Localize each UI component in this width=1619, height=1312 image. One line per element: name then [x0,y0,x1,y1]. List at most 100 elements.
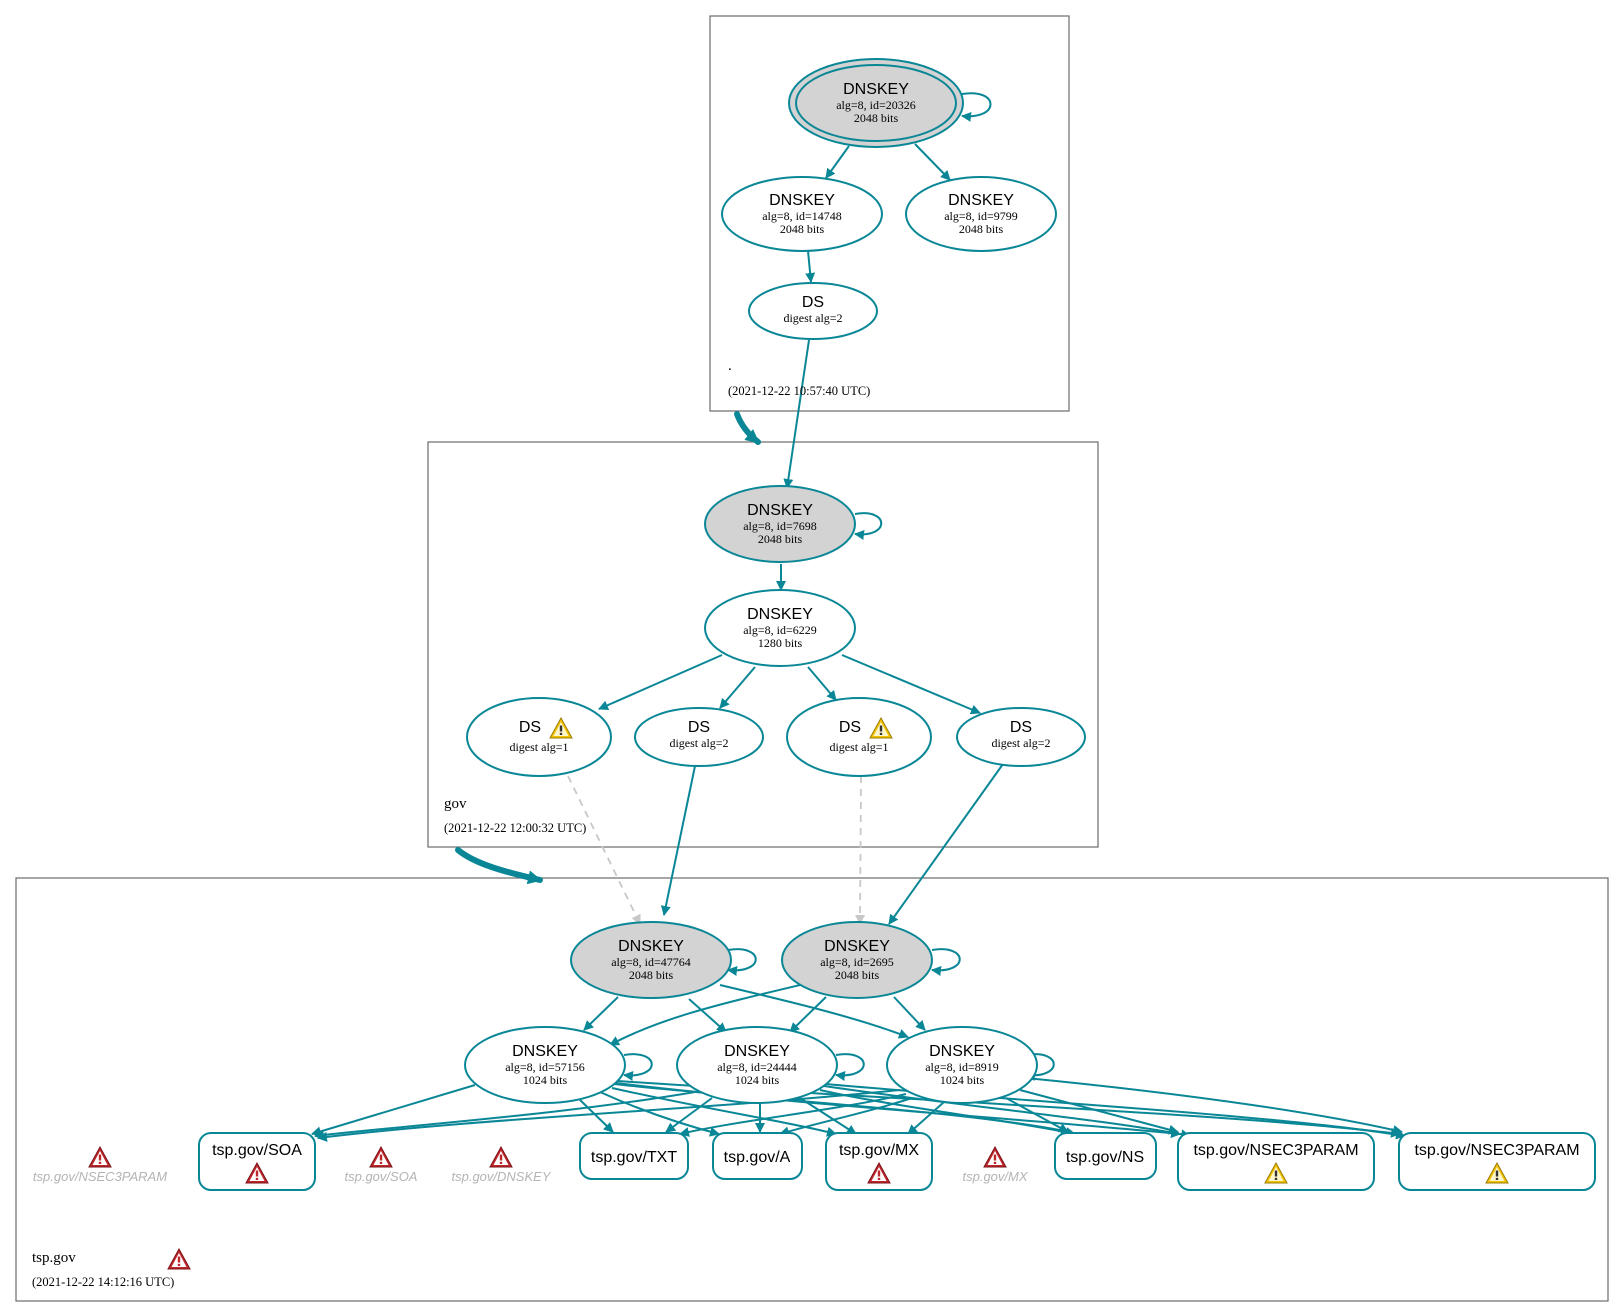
gov-ds3-node[interactable]: DS digest alg=1 [786,697,932,777]
gov-ds3-title: DS [839,719,861,736]
tsp-zsk1-line1: alg=8, id=57156 [505,1060,585,1074]
root-zsk1-title: DNSKEY [769,192,835,209]
edge-tsp-ksk1-self [727,948,757,976]
gov-ds4-node[interactable]: DS digest alg=2 [956,707,1086,767]
root-ksk-line1: alg=8, id=20326 [836,98,916,112]
edge-tsp-zsk3-self [1025,1053,1055,1081]
gov-ksk-line2: 2048 bits [758,532,803,546]
rrset-nsec3param1-label: tsp.gov/NSEC3PARAM [1193,1142,1358,1159]
delegation-root-to-gov [734,411,761,445]
rrset-a-node[interactable]: tsp.gov/A [712,1132,803,1180]
gov-ds1-node[interactable]: DS digest alg=1 [466,697,612,777]
tsp-ksk2-line1: alg=8, id=2695 [820,955,894,969]
rrset-nsec3param2-label: tsp.gov/NSEC3PARAM [1414,1142,1579,1159]
tsp-ksk2-title: DNSKEY [824,938,890,955]
zone-tsp-timestamp: (2021-12-22 14:12:16 UTC) [32,1275,174,1289]
nonexistent-soa-label: tsp.gov/SOA [345,1169,418,1184]
tsp-ksk1-title: DNSKEY [618,938,684,955]
edge-gov-zsk-ds3 [807,666,837,701]
zone-tsp-box [15,877,1609,1302]
gov-ksk-line1: alg=8, id=7698 [743,519,817,533]
zone-root-timestamp: (2021-12-22 10:57:40 UTC) [728,384,870,398]
edge-gov-zsk-ds2 [719,666,756,709]
error-icon [489,1146,513,1168]
rrset-ns-label: tsp.gov/NS [1066,1149,1144,1166]
nonexistent-nsec3param[interactable]: tsp.gov/NSEC3PARAM [33,1146,167,1184]
error-icon [983,1146,1007,1168]
root-ksk-title: DNSKEY [843,81,909,98]
tsp-ksk1-node[interactable]: DNSKEY alg=8, id=47764 2048 bits [570,921,732,999]
gov-ds2-line1: digest alg=2 [669,736,728,750]
zone-root-box [709,15,1070,412]
edge-tsp-ksk1-zsk3 [719,984,909,1039]
edge-tsp-ksk2-self [931,948,961,976]
edge-gov-zsk-ds1 [598,654,723,710]
zone-gov-name: gov [444,796,467,812]
nonexistent-dnskey-label: tsp.gov/DNSKEY [452,1169,552,1184]
gov-ds1-title: DS [519,719,541,736]
root-ds-title: DS [802,294,824,311]
nonexistent-dnskey[interactable]: tsp.gov/DNSKEY [452,1146,552,1184]
gov-zsk-line1: alg=8, id=6229 [743,623,817,637]
edge-gov-ds2-tsp-ksk1 [660,765,696,916]
edge-root-ksk-self [961,92,992,122]
gov-ksk-title: DNSKEY [747,502,813,519]
root-ksk-node[interactable]: DNSKEY alg=8, id=20326 2048 bits [788,58,964,148]
rrset-soa-label: tsp.gov/SOA [212,1142,302,1159]
root-zsk2-node[interactable]: DNSKEY alg=8, id=9799 2048 bits [905,176,1057,252]
tsp-zsk2-line2: 1024 bits [735,1073,780,1087]
gov-zsk-line2: 1280 bits [758,636,803,650]
edge-tsp-ksk1-zsk2 [688,998,727,1033]
gov-ds4-title: DS [1010,719,1032,736]
error-icon [369,1146,393,1168]
rrset-mx-node[interactable]: tsp.gov/MX [825,1132,933,1191]
rrset-txt-node[interactable]: tsp.gov/TXT [579,1132,689,1180]
tsp-zsk2-node[interactable]: DNSKEY alg=8, id=24444 1024 bits [676,1026,838,1104]
root-zsk2-line2: 2048 bits [959,222,1004,236]
gov-ds2-node[interactable]: DS digest alg=2 [634,707,764,767]
rrset-mx-label: tsp.gov/MX [839,1142,919,1159]
tsp-zsk2-title: DNSKEY [724,1043,790,1060]
rrset-nsec3param2-node[interactable]: tsp.gov/NSEC3PARAM [1398,1132,1596,1191]
error-icon [167,1248,191,1270]
edge-root-ksk-zsk2 [914,143,951,181]
edge-gov-ds4-tsp-ksk2 [888,763,1004,925]
root-zsk2-title: DNSKEY [948,192,1014,209]
tsp-ksk1-line2: 2048 bits [629,968,674,982]
zone-tsp-name: tsp.gov [32,1250,76,1266]
root-ksk-line2: 2048 bits [854,111,899,125]
zone-root-name: . [728,358,732,374]
rrset-soa-node[interactable]: tsp.gov/SOA [198,1132,316,1191]
zone-gov-timestamp: (2021-12-22 12:00:32 UTC) [444,821,586,835]
gov-zsk-node[interactable]: DNSKEY alg=8, id=6229 1280 bits [704,589,856,667]
root-ds-node[interactable]: DS digest alg=2 [748,282,878,340]
gov-ds2-title: DS [688,719,710,736]
edge-root-ds-gov-ksk [783,339,810,489]
gov-ksk-node[interactable]: DNSKEY alg=8, id=7698 2048 bits [704,485,856,563]
tsp-zsk3-line1: alg=8, id=8919 [925,1060,999,1074]
tsp-zsk1-line2: 1024 bits [523,1073,568,1087]
edge-tsp-ksk1-zsk1 [583,996,619,1031]
nonexistent-soa[interactable]: tsp.gov/SOA [345,1146,418,1184]
tsp-ksk2-node[interactable]: DNSKEY alg=8, id=2695 2048 bits [781,921,933,999]
rrset-txt-label: tsp.gov/TXT [591,1149,677,1166]
rrset-a-label: tsp.gov/A [724,1149,791,1166]
edge-gov-ds3-tsp-ksk2 [855,775,866,925]
root-ds-line1: digest alg=2 [783,311,842,325]
edge-tsp-ksk2-zsk3 [893,996,926,1031]
gov-ds3-line1: digest alg=1 [829,740,888,754]
nonexistent-mx[interactable]: tsp.gov/MX [962,1146,1029,1184]
rrset-ns-node[interactable]: tsp.gov/NS [1054,1132,1157,1180]
gov-ds1-line1: digest alg=1 [509,740,568,754]
gov-ds4-line1: digest alg=2 [991,736,1050,750]
root-zsk1-node[interactable]: DNSKEY alg=8, id=14748 2048 bits [721,176,883,252]
edge-tsp-zsk1-self [623,1053,653,1081]
error-icon [88,1146,112,1168]
tsp-zsk3-node[interactable]: DNSKEY alg=8, id=8919 1024 bits [886,1026,1038,1104]
edge-tsp-ksk2-zsk1 [609,984,801,1046]
rrset-nsec3param1-node[interactable]: tsp.gov/NSEC3PARAM [1177,1132,1375,1191]
gov-zsk-title: DNSKEY [747,606,813,623]
edge-gov-ksk-self [854,512,883,540]
tsp-zsk1-node[interactable]: DNSKEY alg=8, id=57156 1024 bits [464,1026,626,1104]
nonexistent-mx-label: tsp.gov/MX [962,1169,1028,1184]
